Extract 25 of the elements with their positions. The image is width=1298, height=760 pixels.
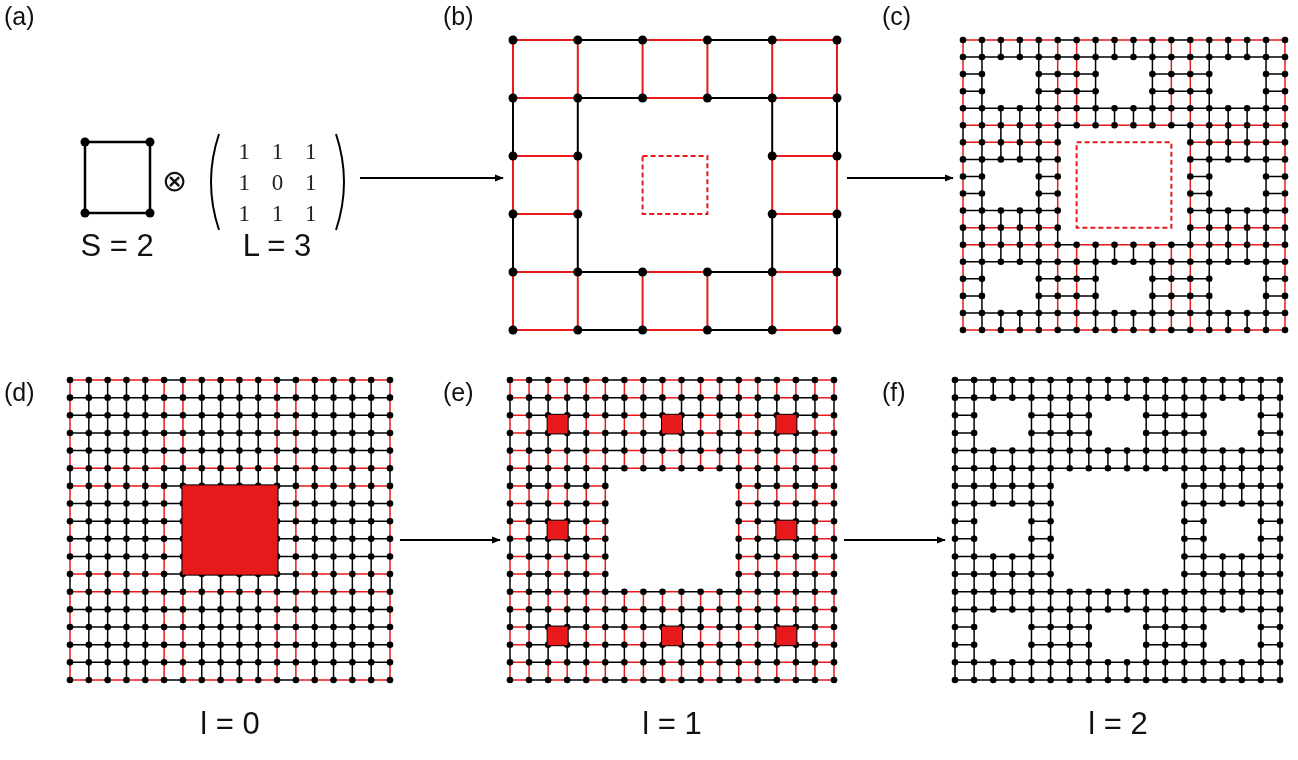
node-label: l = 2 [1087, 708, 1149, 739]
panel-label: (c) [882, 4, 912, 29]
lattice-drawing [507, 34, 843, 336]
arrow [359, 174, 504, 182]
arrow [843, 536, 946, 544]
arrow [399, 536, 501, 544]
panel-label: (f) [882, 380, 906, 405]
lattice-drawing [957, 34, 1291, 336]
matrix-row-text: 1 0 1 [238, 168, 317, 197]
lattice-drawing [949, 374, 1286, 686]
panel-label: (d) [4, 380, 35, 405]
tensor-product-symbol: ⊗ [162, 166, 187, 196]
lattice-drawing [504, 374, 840, 686]
panel-label: (a) [4, 4, 35, 29]
matrix-row-text: 1 1 1 [238, 137, 317, 166]
matrix-row-text: 1 1 1 [238, 199, 317, 228]
square-graph-drawing [79, 136, 156, 219]
panel-label: (e) [443, 380, 474, 405]
panel-label: (b) [443, 4, 474, 29]
node-label: S = 2 [79, 230, 155, 261]
node-label: l = 1 [641, 708, 703, 739]
node-label: L = 3 [241, 230, 313, 261]
arrow [846, 174, 954, 182]
node-label: l = 0 [199, 708, 261, 739]
lattice-drawing [64, 374, 396, 686]
